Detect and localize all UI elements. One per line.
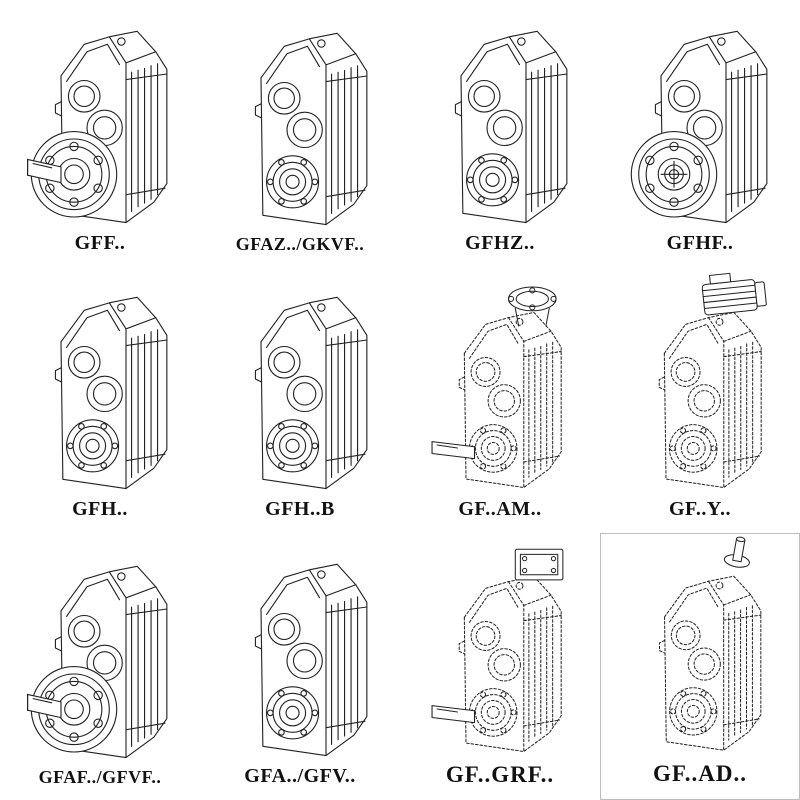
model-label-gfh: GFH.. [72,498,128,521]
catalog-item-gfh-b: GFH..B [200,267,400,534]
model-label-gfaf-gfvf: GFAF../GFVF.. [38,766,162,787]
catalog-item-gf-y: GF..Y.. [600,267,800,534]
model-label-gfaz-gkvf: GFAZ../GKVF.. [235,233,365,254]
catalog-item-gf-am: GF..AM.. [400,267,600,534]
model-label-gf-grf: GF..GRF.. [445,761,555,787]
model-label-gfh-b: GFH..B [265,498,335,521]
flange-gearbox-hollow-bore-icon [604,22,796,230]
catalog-item-gfhf: GFHF.. [600,0,800,267]
hollow-shaft-gearbox-icon [404,22,596,230]
catalog-item-gf-ad: GF..AD.. [600,533,800,800]
gearbox-with-adapter-flange-icon [404,270,596,496]
model-label-gfa-gfv: GFA../GFV.. [244,764,356,787]
catalog-item-gfaf-gfvf: GFAF../GFVF.. [0,533,200,800]
model-label-gf-am: GF..AM.. [458,498,542,521]
catalog-item-gfa-gfv: GFA../GFV.. [200,533,400,800]
flange-output-gearbox-with-shaft-icon [4,557,196,765]
catalog-item-gf-grf: GF..GRF.. [400,533,600,800]
gearbox-with-motor-icon [604,270,796,496]
model-label-gf-y: GF..Y.. [668,498,732,521]
catalog-item-gfaz-gkvf: GFAZ../GKVF.. [200,0,400,267]
hollow-shaft-gearbox-icon [204,24,396,232]
hollow-shaft-gearbox-icon [4,288,196,496]
flange-output-gearbox-with-shaft-icon [4,22,196,230]
model-label-gfhz: GFHZ.. [465,231,535,254]
model-label-gff: GFF.. [74,231,126,254]
catalog-item-gfhz: GFHZ.. [400,0,600,267]
catalog-item-gff: GFF.. [0,0,200,267]
gearbox-with-input-adapter-icon [605,534,795,759]
model-label-gfhf: GFHF.. [666,231,734,254]
gearbox-with-mounting-plate-icon [404,534,596,760]
catalog-item-gfh: GFH.. [0,267,200,534]
hollow-shaft-gearbox-icon [204,555,396,763]
hollow-shaft-gearbox-icon [204,288,396,496]
model-label-gf-ad: GF..AD.. [652,760,748,786]
